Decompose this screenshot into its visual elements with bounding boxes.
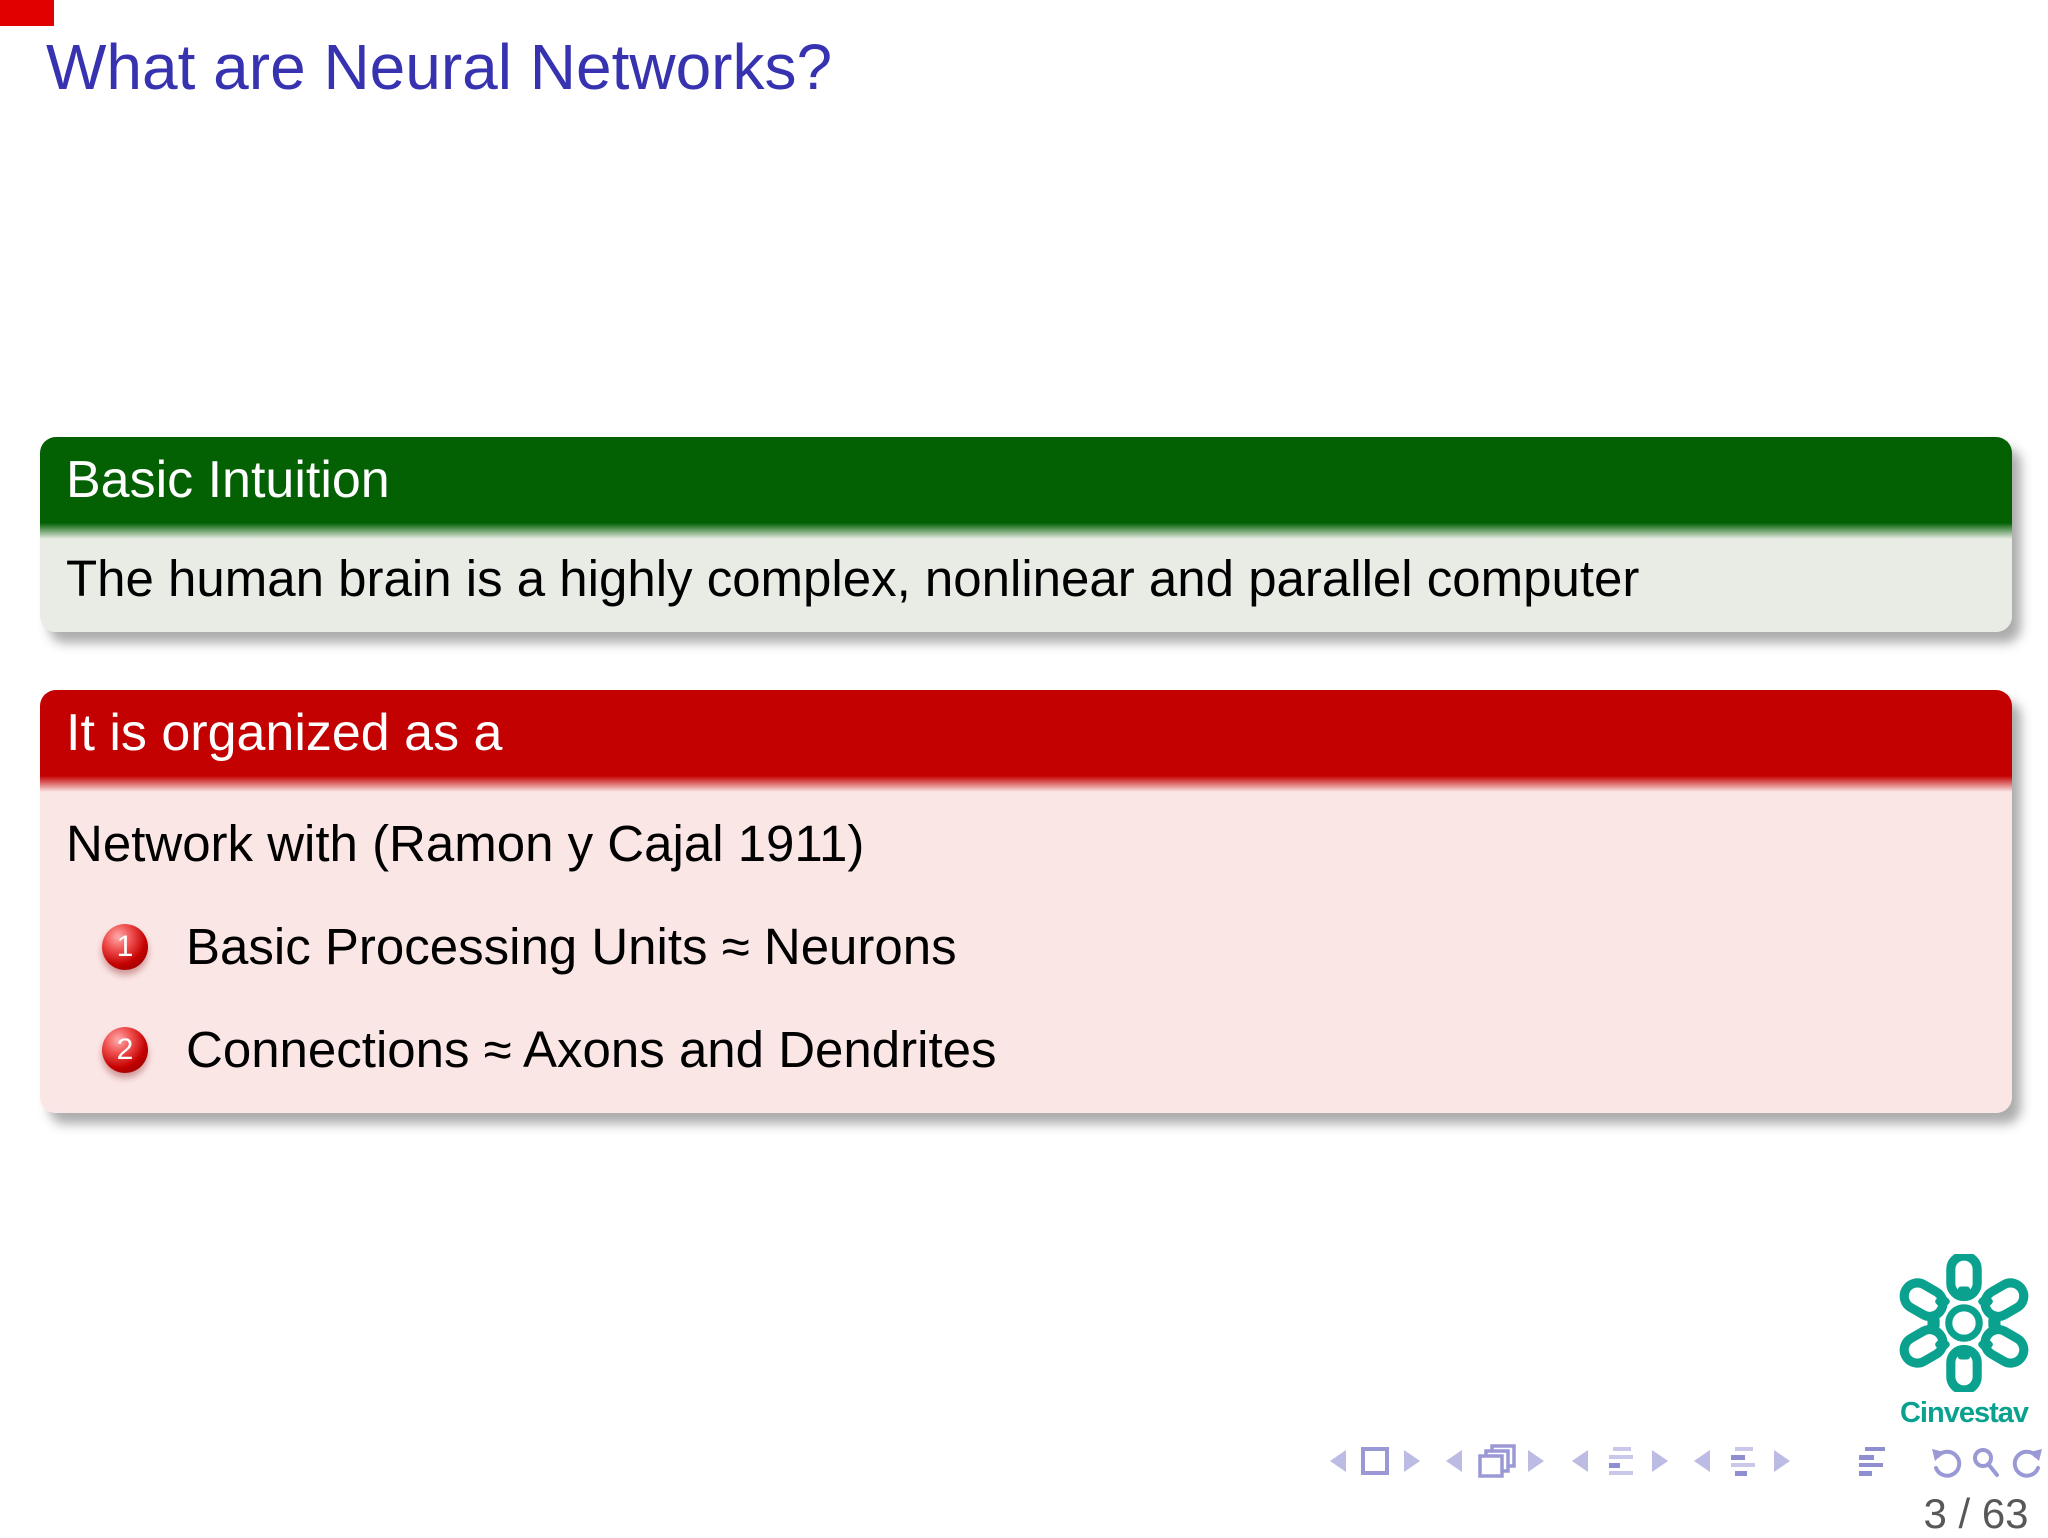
cinvestav-logo: Cinvestav: [1892, 1251, 2036, 1430]
list-item-text: Connections ≈ Axons and Dendrites: [186, 1021, 997, 1078]
nav-prev-slide-icon[interactable]: [1330, 1450, 1346, 1477]
nav-search-icon[interactable]: [1970, 1446, 2000, 1483]
nav-next-subsection-icon[interactable]: [1774, 1450, 1790, 1477]
list-item: 2 Connections ≈ Axons and Dendrites: [102, 1020, 1986, 1079]
nav-slide-icon[interactable]: [1360, 1446, 1390, 1481]
nav-next-slide-icon[interactable]: [1404, 1450, 1420, 1477]
nav-prev-frame-icon[interactable]: [1446, 1450, 1462, 1477]
cinvestav-gear-icon: [1895, 1251, 2033, 1396]
block-basic-intuition-body-text: The human brain is a highly complex, non…: [66, 550, 1640, 607]
slide-title: What are Neural Networks?: [46, 31, 833, 103]
enum-ball-1-icon: 1: [102, 923, 148, 970]
nav-undo-icon[interactable]: [1930, 1446, 1966, 1483]
corner-artifact: [0, 0, 54, 26]
block-basic-intuition: Basic Intuition The human brain is a hig…: [40, 437, 2012, 632]
page-indicator: 3 / 63: [1923, 1490, 2029, 1537]
list-item: 1 Basic Processing Units ≈ Neurons: [102, 917, 1986, 976]
nav-next-section-icon[interactable]: [1652, 1450, 1668, 1477]
block-basic-intuition-header: Basic Intuition: [40, 437, 2012, 523]
nav-prev-subsection-icon[interactable]: [1694, 1450, 1710, 1477]
block-basic-intuition-body: The human brain is a highly complex, non…: [40, 539, 2012, 632]
beamer-navigation-bar: [1330, 1444, 2042, 1484]
block-organized-header: It is organized as a: [40, 690, 2012, 776]
nav-subsection-list-icon[interactable]: [1726, 1445, 1760, 1484]
block-basic-intuition-title: Basic Intuition: [66, 451, 390, 509]
nav-next-frame-icon[interactable]: [1528, 1450, 1544, 1477]
block-organized-intro: Network with (Ramon y Cajal 1911): [66, 815, 865, 872]
cinvestav-wordmark: Cinvestav: [1899, 1397, 2029, 1429]
block-organized-title: It is organized as a: [66, 704, 503, 762]
block-basic-intuition-gradient: [40, 523, 2012, 539]
block-organized-gradient: [40, 776, 2012, 792]
nav-prev-section-icon[interactable]: [1572, 1450, 1588, 1477]
block-organized: It is organized as a Network with (Ramon…: [40, 690, 2012, 1113]
nav-appendix-list-icon[interactable]: [1857, 1445, 1887, 1484]
list-item-text: Basic Processing Units ≈ Neurons: [186, 918, 957, 975]
block-organized-body: Network with (Ramon y Cajal 1911) 1 Basi…: [40, 792, 2012, 1113]
nav-frame-stack-icon[interactable]: [1476, 1444, 1518, 1485]
nav-redo-icon[interactable]: [2008, 1446, 2044, 1483]
nav-section-list-icon[interactable]: [1604, 1445, 1638, 1484]
enum-ball-2-icon: 2: [102, 1026, 148, 1073]
